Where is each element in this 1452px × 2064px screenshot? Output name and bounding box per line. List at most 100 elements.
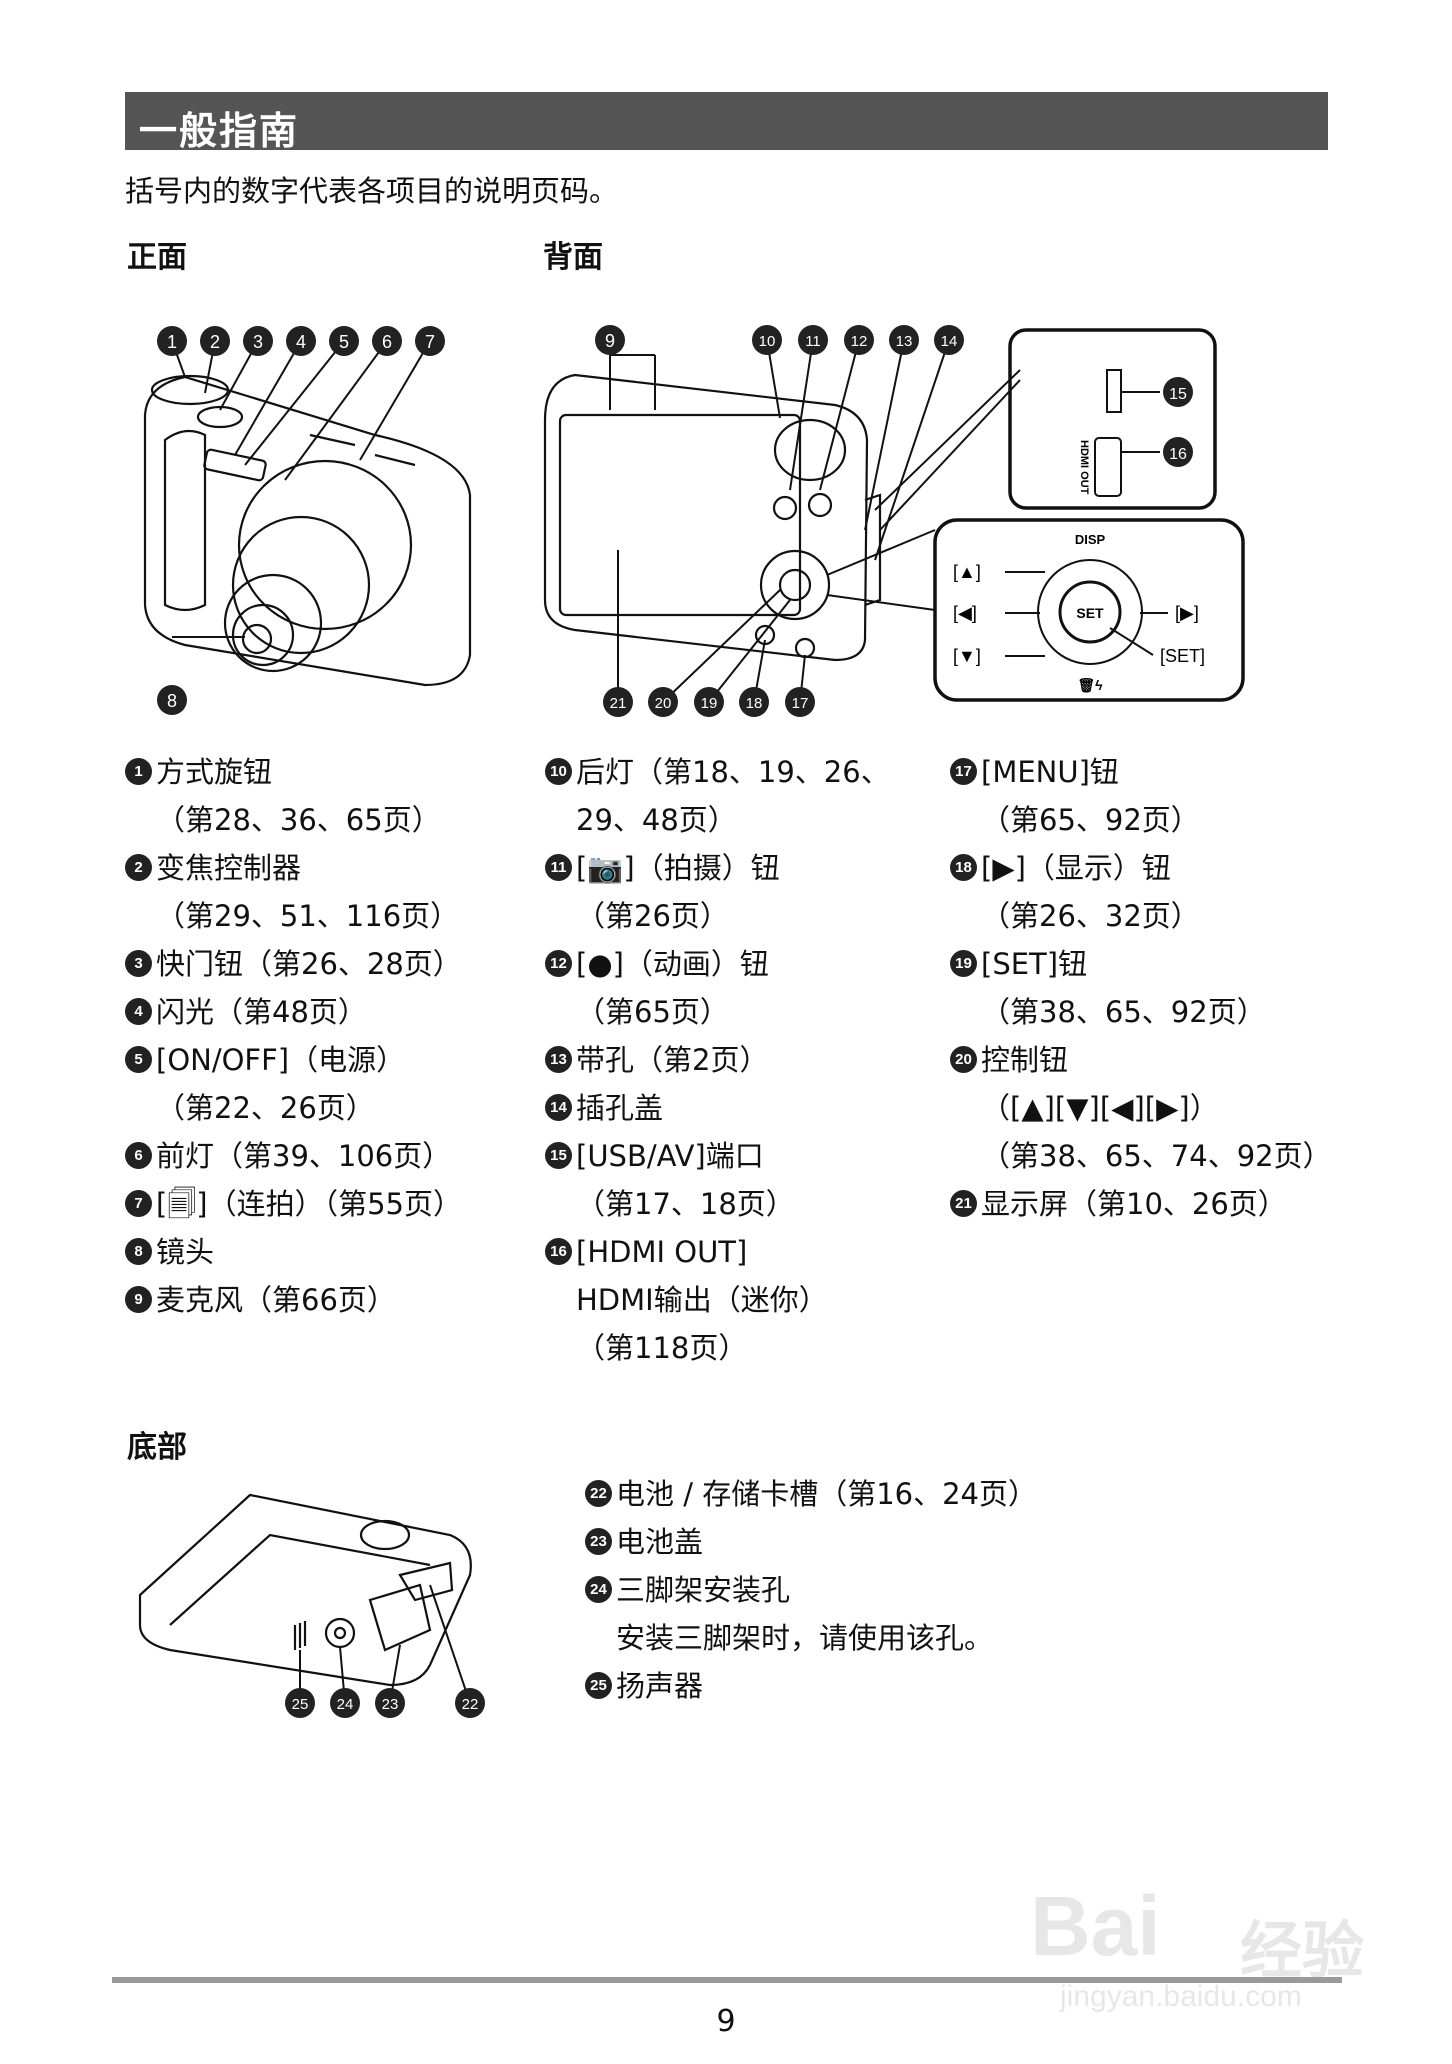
item-text: [📷]（拍摄）钮 （第26页）	[576, 851, 780, 933]
front-callouts: 1 2 3 4 5 6 7 8	[157, 326, 445, 715]
callout-6: 6	[382, 332, 392, 352]
item-number-badge: 2	[125, 854, 152, 881]
item-text: 显示屏（第10、26页）	[981, 1187, 1287, 1221]
watermark-cn: 经验	[1240, 1914, 1365, 1987]
flash-window	[203, 448, 267, 482]
front-camera-body	[143, 375, 472, 687]
set-button	[1058, 580, 1122, 644]
heading-back: 背面	[543, 240, 603, 275]
callout-7: 7	[425, 332, 435, 352]
item-text: 插孔盖	[576, 1091, 664, 1125]
shutter-button-back	[772, 495, 798, 521]
callout-23: 23	[382, 1696, 399, 1713]
item-number-badge: 13	[545, 1046, 572, 1073]
item-number-badge: 8	[125, 1238, 152, 1265]
list-item: 11[📷]（拍摄）钮 （第26页）	[545, 844, 890, 940]
callout-8: 8	[167, 691, 177, 711]
front-grip	[163, 429, 207, 612]
item-text: [USB/AV]端口 （第17、18页）	[576, 1139, 795, 1221]
lens-center	[241, 623, 273, 655]
hdmi-out-label: HDMI OUT	[1078, 440, 1090, 495]
trash-flash-label: 🗑ϟ	[1077, 677, 1103, 693]
callout-11: 11	[805, 333, 821, 350]
control-inset-box	[933, 518, 1245, 702]
item-text: 扬声器	[616, 1669, 704, 1703]
item-number-badge: 18	[950, 854, 977, 881]
item-text: [🗐]（连拍）（第55页）	[156, 1187, 463, 1221]
callout-16: 16	[1169, 446, 1187, 463]
item-number-badge: 4	[125, 998, 152, 1025]
item-number-badge: 21	[950, 1190, 977, 1217]
list-item: 12[●]（动画）钮 （第65页）	[545, 940, 890, 1036]
callout-17: 17	[792, 695, 809, 712]
list-item: 16[HDMI OUT] HDMI输出（迷你） （第118页）	[545, 1228, 890, 1372]
item-text: [ON/OFF]（电源） （第22、26页）	[156, 1043, 406, 1125]
item-number-badge: 24	[585, 1576, 612, 1603]
item-number-badge: 10	[545, 758, 572, 785]
section-title: 一般指南	[139, 109, 300, 153]
item-number-badge: 15	[545, 1142, 572, 1169]
hdmi-port	[1094, 437, 1122, 497]
item-number-badge: 14	[545, 1094, 572, 1121]
item-text: 控制钮 （[▲][▼][◀][▶]） （第38、65、74、92页）	[981, 1043, 1332, 1173]
set-button-back	[778, 568, 812, 602]
item-number-badge: 11	[545, 854, 572, 881]
item-text: 镜头	[156, 1235, 215, 1269]
item-text: 后灯（第18、19、26、 29、48页）	[576, 755, 890, 837]
back-camera-body	[543, 373, 869, 662]
item-number-badge: 12	[545, 950, 572, 977]
back-camera-diagram: HDMI OUT 15 16 DISP SET [▲] [◀] [▼] [▶] …	[543, 325, 1245, 717]
list-item: 15[USB/AV]端口 （第17、18页）	[545, 1132, 890, 1228]
list-item: 5[ON/OFF]（电源） （第22、26页）	[125, 1036, 462, 1132]
battery-cover	[368, 1583, 432, 1652]
item-number-badge: 23	[585, 1528, 612, 1555]
callout-22: 22	[462, 1696, 479, 1713]
intro-text: 括号内的数字代表各项目的说明页码。	[125, 174, 619, 208]
item-number-badge: 22	[585, 1480, 612, 1507]
callout-13: 13	[896, 333, 913, 350]
list-item: 18[▶]（显示）钮 （第26、32页）	[950, 844, 1332, 940]
callout-20: 20	[655, 695, 672, 712]
callout-21: 21	[610, 695, 627, 712]
item-text: 前灯（第39、106页）	[156, 1139, 452, 1173]
port-inset-box	[1008, 328, 1217, 510]
item-text: 麦克风（第66页）	[156, 1283, 396, 1317]
item-text: 变焦控制器 （第29、51、116页）	[156, 851, 460, 933]
callout-5: 5	[339, 332, 349, 352]
callout-2: 2	[210, 332, 220, 352]
menu-button-back	[794, 637, 816, 659]
tripod-socket	[324, 1617, 356, 1649]
callout-18: 18	[746, 695, 763, 712]
disp-label: DISP	[1075, 532, 1106, 547]
item-number-badge: 20	[950, 1046, 977, 1073]
item-number-badge: 5	[125, 1046, 152, 1073]
control-ring-back	[759, 549, 831, 621]
callout-14: 14	[941, 333, 958, 350]
left-label: [◀]	[953, 603, 977, 623]
item-text: 三脚架安装孔 安装三脚架时，请使用该孔。	[616, 1573, 994, 1655]
heading-front: 正面	[127, 240, 187, 275]
list-item: 19[SET]钮 （第38、65、92页）	[950, 940, 1332, 1036]
set-center-label: SET	[1076, 605, 1104, 621]
callout-3: 3	[253, 332, 263, 352]
front-camera-diagram: 1 2 3 4 5 6 7 8	[143, 326, 472, 715]
watermark-brand: Bai	[1030, 1879, 1161, 1973]
section-header: 一般指南	[125, 92, 1328, 153]
callout-10: 10	[759, 333, 776, 350]
back-mode-dial	[773, 418, 847, 482]
callout-4: 4	[296, 332, 306, 352]
items-column-back-right: 17[MENU]钮 （第65、92页）18[▶]（显示）钮 （第26、32页）1…	[950, 748, 1332, 1228]
lcd-screen	[558, 413, 802, 617]
item-text: 闪光（第48页）	[156, 995, 367, 1029]
movie-button-back	[807, 492, 833, 518]
